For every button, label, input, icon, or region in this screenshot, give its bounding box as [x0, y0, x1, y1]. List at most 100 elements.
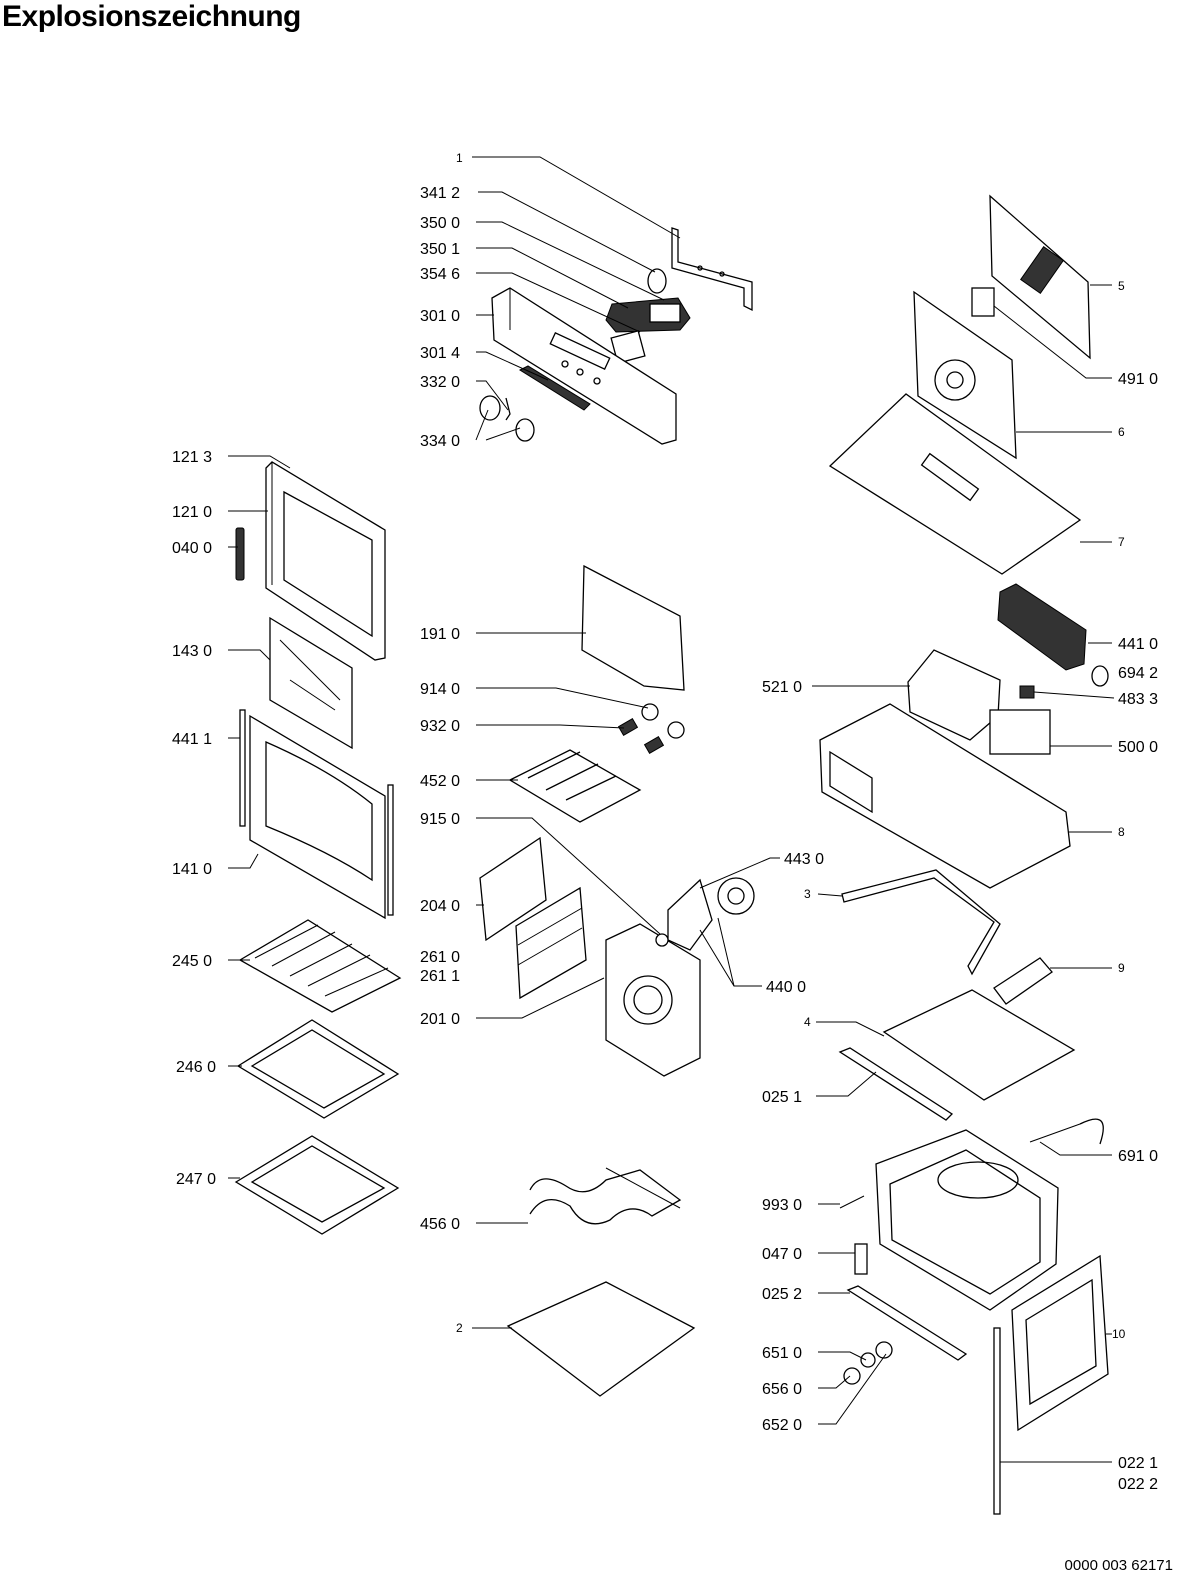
callout-label: 3: [804, 887, 811, 901]
part-trim-3014: [518, 365, 591, 411]
part-rack-2040: [479, 836, 547, 942]
callout-label: 10: [1112, 1327, 1126, 1341]
part-tray-2470: [234, 1135, 400, 1235]
page-title: Explosionszeichnung: [2, 0, 301, 33]
part-0470: [854, 1243, 868, 1275]
callout-label: 8: [1118, 825, 1125, 839]
callout-label: 914 0: [420, 681, 460, 698]
callout-label: 022 1: [1118, 1455, 1158, 1472]
part-back-wall-6: [913, 290, 1017, 460]
callout-label: 440 0: [766, 979, 806, 996]
callout-label: 993 0: [762, 1197, 802, 1214]
part-rail-3: [841, 869, 1001, 976]
part-inner-glass-1430: [269, 616, 353, 750]
callout-label: 656 0: [762, 1381, 802, 1398]
part-knob-6520: [875, 1341, 893, 1359]
callout-label: 301 0: [420, 308, 460, 325]
callout-label: 691 0: [1118, 1148, 1158, 1165]
callout-label: 022 2: [1118, 1476, 1158, 1493]
callout-label: 247 0: [176, 1171, 216, 1188]
callout-label: 350 0: [420, 215, 460, 232]
part-bracket-9: [993, 957, 1053, 1005]
callout-label: 245 0: [172, 953, 212, 970]
callout-label: 4: [804, 1015, 811, 1029]
callout-label: 350 1: [420, 241, 460, 258]
callout-labels: 1 341 2 350 0 350 1 354 6 301 0 301 4 33…: [172, 151, 1158, 1493]
part-tangential-fan-4410: [997, 583, 1109, 687]
callout-label: 2: [456, 1321, 463, 1335]
callout-label: 121 3: [172, 449, 212, 466]
callout-label: 141 0: [172, 861, 212, 878]
callout-label: 204 0: [420, 898, 460, 915]
part-strip-0252: [846, 1285, 968, 1361]
callout-label: 441 1: [172, 731, 212, 748]
callout-label: 441 0: [1118, 636, 1158, 653]
part-rail-0221: [993, 1327, 1001, 1515]
callout-label: 1: [456, 151, 463, 165]
part-housing-8: [819, 703, 1071, 889]
part-gasket-1910: [581, 564, 685, 691]
callout-label: 652 0: [762, 1417, 802, 1434]
callout-label: 261 1: [420, 968, 460, 985]
callout-label: 443 0: [784, 851, 824, 868]
parts-drawing: [234, 194, 1109, 1515]
callout-label: 694 2: [1118, 665, 1158, 682]
part-knob-6510: [860, 1352, 876, 1368]
callout-label: 9: [1118, 961, 1125, 975]
part-691: [1029, 1118, 1104, 1145]
callout-label: 025 2: [762, 1286, 802, 1303]
part-switches-5000: [989, 709, 1051, 755]
part-tray-2460: [236, 1019, 400, 1119]
callout-label: 491 0: [1118, 371, 1158, 388]
part-oven-cavity: [875, 1129, 1059, 1311]
document-number: 0000 003 62171: [1064, 1557, 1173, 1574]
part-control-panel-3010: [491, 287, 677, 445]
part-fan-cover-2010: [605, 923, 701, 1077]
part-frame-10: [1011, 1254, 1109, 1432]
part-screw-9930: [839, 1195, 865, 1209]
callout-label: 047 0: [762, 1246, 802, 1263]
part-bottom-plate-2: [506, 1281, 696, 1397]
leader-lines: [228, 156, 1115, 1463]
callout-label: 452 0: [420, 773, 460, 790]
callout-label: 261 0: [420, 949, 460, 966]
part-hinge-0400: [235, 527, 245, 581]
part-wire-shelf-2450: [238, 919, 402, 1013]
callout-label: 040 0: [172, 540, 212, 557]
part-timer-module: [605, 297, 691, 364]
part-491: [971, 287, 995, 317]
callout-label: 191 0: [420, 626, 460, 643]
callout-label: 915 0: [420, 811, 460, 828]
callout-label: 246 0: [176, 1059, 216, 1076]
callout-label: 354 6: [420, 266, 460, 283]
callout-label: 201 0: [420, 1011, 460, 1028]
part-convection-fan: [655, 877, 755, 951]
callout-label: 483 3: [1118, 691, 1158, 708]
callout-label: 5: [1118, 279, 1125, 293]
part-rack-2610: [515, 886, 587, 1000]
callout-label: 332 0: [420, 374, 460, 391]
callout-label: 341 2: [420, 185, 460, 202]
callout-label: 456 0: [420, 1216, 460, 1233]
part-grill-element-4520: [508, 749, 642, 823]
callout-label: 521 0: [762, 679, 802, 696]
callout-label: 7: [1118, 535, 1125, 549]
part-strip-0251: [838, 1047, 954, 1121]
part-knob-6560: [843, 1367, 861, 1385]
part-outer-glass-1410: [249, 714, 386, 920]
part-bottom-heater-4560: [529, 1169, 682, 1225]
callout-label: 121 0: [172, 504, 212, 521]
part-disc-3412: [647, 268, 667, 294]
part-strip-4411: [239, 709, 246, 827]
part-plate-4: [882, 989, 1076, 1101]
part-knobs: [479, 395, 535, 442]
callout-label: 025 1: [762, 1089, 802, 1106]
part-bracket-1: [671, 227, 753, 312]
callout-label: 6: [1118, 425, 1125, 439]
callout-label: 932 0: [420, 718, 460, 735]
part-rear-panel-5: [989, 194, 1091, 360]
callout-label: 500 0: [1118, 739, 1158, 756]
callout-label: 334 0: [420, 433, 460, 450]
callout-label: 651 0: [762, 1345, 802, 1362]
